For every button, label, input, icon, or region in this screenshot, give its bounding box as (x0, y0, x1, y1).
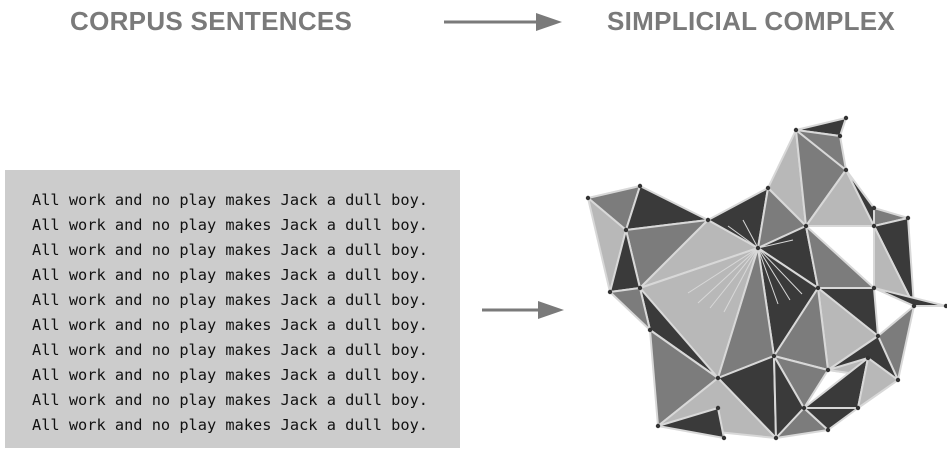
simplex-edge (757, 247, 779, 305)
simplex-vertex (825, 367, 831, 373)
corpus-text-box: All work and no play makes Jack a dull b… (5, 170, 460, 448)
simplex-vertex (871, 205, 877, 211)
simplex-vertex (815, 285, 821, 291)
simplex-vertex (911, 303, 917, 309)
simplex-edge (757, 247, 803, 295)
simplex-face (873, 287, 947, 307)
simplex-vertex (801, 405, 807, 411)
simplex-vertex (705, 217, 711, 223)
simplex-vertex (843, 115, 849, 121)
simplex-vertex (843, 167, 849, 173)
simplex-vertex (943, 303, 947, 309)
simplex-vertex (871, 223, 877, 229)
simplex-face (657, 407, 725, 439)
top-arrow-icon (444, 13, 562, 31)
corpus-line: All work and no play makes Jack a dull b… (32, 416, 429, 434)
simplex-edge (737, 247, 759, 315)
simplex-face (805, 225, 875, 289)
middle-arrow-icon (482, 301, 564, 319)
corpus-line: All work and no play makes Jack a dull b… (32, 216, 429, 234)
simplex-face (609, 287, 651, 331)
simplex-edge (727, 225, 759, 249)
simplex-vertex (855, 405, 861, 411)
corpus-line: All work and no play makes Jack a dull b… (32, 316, 429, 334)
simplex-face (795, 129, 847, 171)
simplex-vertex (825, 427, 831, 433)
simplex-vertex (623, 227, 629, 233)
simplex-face (857, 357, 899, 409)
simplex-vertex (905, 215, 911, 221)
simplex-vertex (607, 289, 613, 295)
simplex-edge (757, 235, 784, 249)
simplex-vertex (755, 245, 761, 251)
simplex-vertex (647, 327, 653, 333)
simplex-edge (709, 247, 759, 309)
simplex-edge (687, 247, 759, 294)
simplex-vertex (715, 405, 721, 411)
corpus-line: All work and no play makes Jack a dull b… (32, 241, 429, 259)
corpus-line: All work and no play makes Jack a dull b… (32, 266, 429, 284)
simplex-vertex (721, 435, 727, 441)
simplex-vertex (637, 285, 643, 291)
simplex-vertex (773, 435, 779, 441)
corpus-line: All work and no play makes Jack a dull b… (32, 391, 429, 409)
simplex-edge (757, 247, 791, 301)
simplex-edge (723, 247, 759, 313)
simplex-edge (697, 247, 759, 304)
simplex-face (803, 407, 859, 431)
simplicial-complex-illustration (585, 115, 947, 441)
corpus-line: All work and no play makes Jack a dull b… (32, 341, 429, 359)
simplex-edge (742, 219, 759, 249)
corpus-line: All work and no play makes Jack a dull b… (32, 291, 429, 309)
simplex-vertex (803, 223, 809, 229)
simplex-vertex (871, 285, 877, 291)
corpus-sentences-title: CORPUS SENTENCES (70, 6, 353, 36)
simplex-vertex (875, 333, 881, 339)
simplex-vertex (837, 133, 843, 139)
simplex-vertex (585, 195, 591, 201)
corpus-line: All work and no play makes Jack a dull b… (32, 366, 429, 384)
corpus-line: All work and no play makes Jack a dull b… (32, 191, 429, 209)
simplex-vertex (765, 185, 771, 191)
simplex-vertex (895, 377, 901, 383)
simplex-vertex (637, 183, 643, 189)
simplex-vertex (715, 375, 721, 381)
simplicial-complex-title: SIMPLICIAL COMPLEX (607, 6, 896, 36)
simplex-edge (757, 239, 794, 249)
simplex-vertex (655, 423, 661, 429)
simplex-vertex (865, 355, 871, 361)
simplex-vertex (793, 127, 799, 133)
simplex-vertex (771, 353, 777, 359)
